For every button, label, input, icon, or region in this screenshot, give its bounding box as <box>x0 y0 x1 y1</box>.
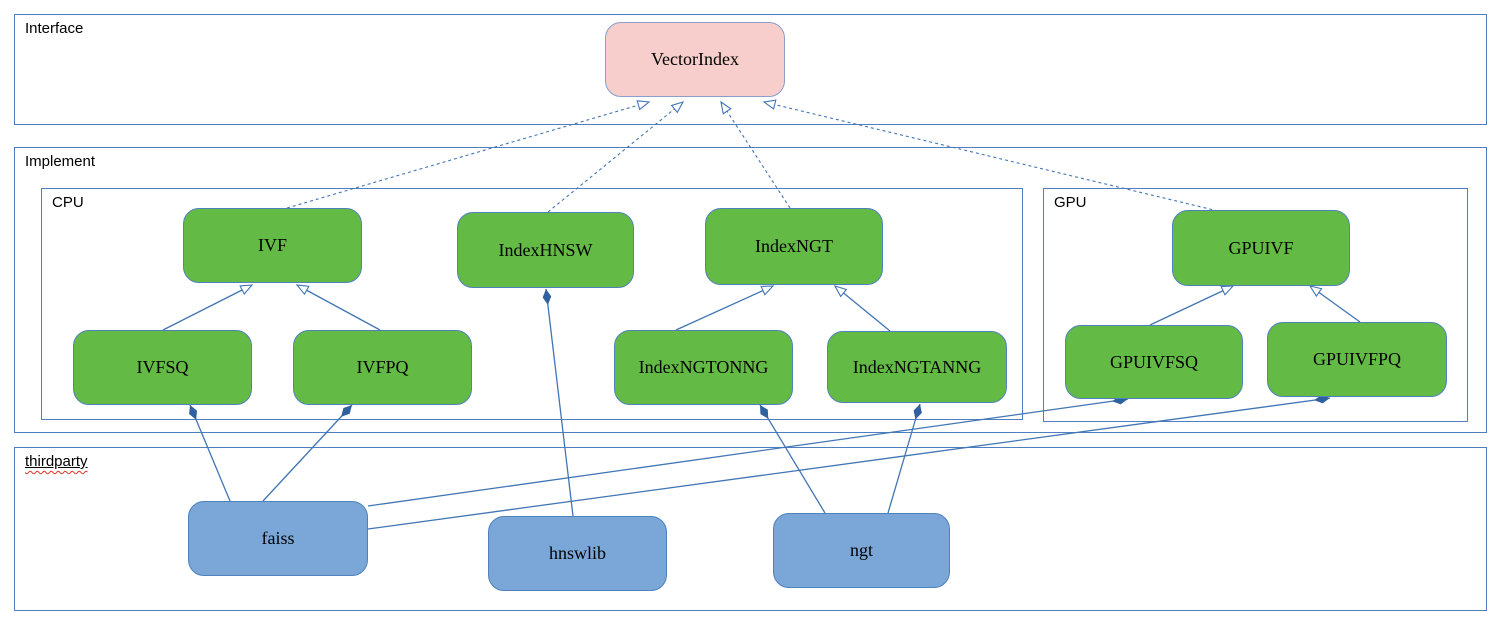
container-gpu: GPU <box>1043 188 1468 422</box>
edge-gpuivfpq-gpuivf <box>1308 285 1361 323</box>
node-indexngtanng: IndexNGTANNG <box>827 331 1007 403</box>
edge-faiss-ivfpq <box>262 404 353 502</box>
container-interface-label: Interface <box>25 20 84 37</box>
node-indexhnsw: IndexHNSW <box>457 212 634 288</box>
edge-faiss-gpuivfpq <box>367 394 1331 530</box>
edge-gpuivfsq-gpuivf <box>1149 285 1235 326</box>
edge-indexngt-vectorindex <box>720 100 791 209</box>
node-ivfsq: IVFSQ <box>73 330 252 405</box>
node-ivf: IVF <box>183 208 362 283</box>
container-thirdparty-label: thirdparty <box>25 453 88 470</box>
edge-indexngtonng-indexngt <box>675 285 775 331</box>
node-indexngt: IndexNGT <box>705 208 883 285</box>
edge-ngt-indexngtonng <box>759 404 826 514</box>
edge-ivfsq-ivf <box>162 284 254 331</box>
node-gpuivf: GPUIVF <box>1172 210 1350 286</box>
edge-faiss-gpuivfsq <box>367 395 1129 507</box>
edge-faiss-ivfsq <box>189 404 231 502</box>
edge-hnswlib-indexhnsw <box>542 288 574 517</box>
container-cpu-label: CPU <box>52 194 84 211</box>
container-gpu-label: GPU <box>1054 194 1087 211</box>
container-thirdparty: thirdparty <box>14 447 1487 611</box>
edge-ivf-vectorindex <box>286 100 651 209</box>
container-cpu: CPU <box>41 188 1023 420</box>
edge-indexhnsw-vectorindex <box>547 101 685 213</box>
node-vectorindex: VectorIndex <box>605 22 785 97</box>
container-implement-label: Implement <box>25 153 96 170</box>
edge-ivfpq-ivf <box>295 284 381 331</box>
node-indexngtonng: IndexNGTONNG <box>614 330 793 405</box>
node-faiss: faiss <box>188 501 368 576</box>
node-ngt: ngt <box>773 513 950 588</box>
node-ivfpq: IVFPQ <box>293 330 472 405</box>
node-gpuivfpq: GPUIVFPQ <box>1267 322 1447 397</box>
edge-ngt-indexngtanng <box>887 403 922 514</box>
edge-indexngtanng-indexngt <box>833 285 891 332</box>
spellcheck-squiggle: thirdparty <box>25 453 88 470</box>
edge-gpuivf-vectorindex <box>762 99 1219 212</box>
container-interface: Interface <box>14 14 1487 125</box>
node-hnswlib: hnswlib <box>488 516 667 591</box>
node-gpuivfsq: GPUIVFSQ <box>1065 325 1243 399</box>
